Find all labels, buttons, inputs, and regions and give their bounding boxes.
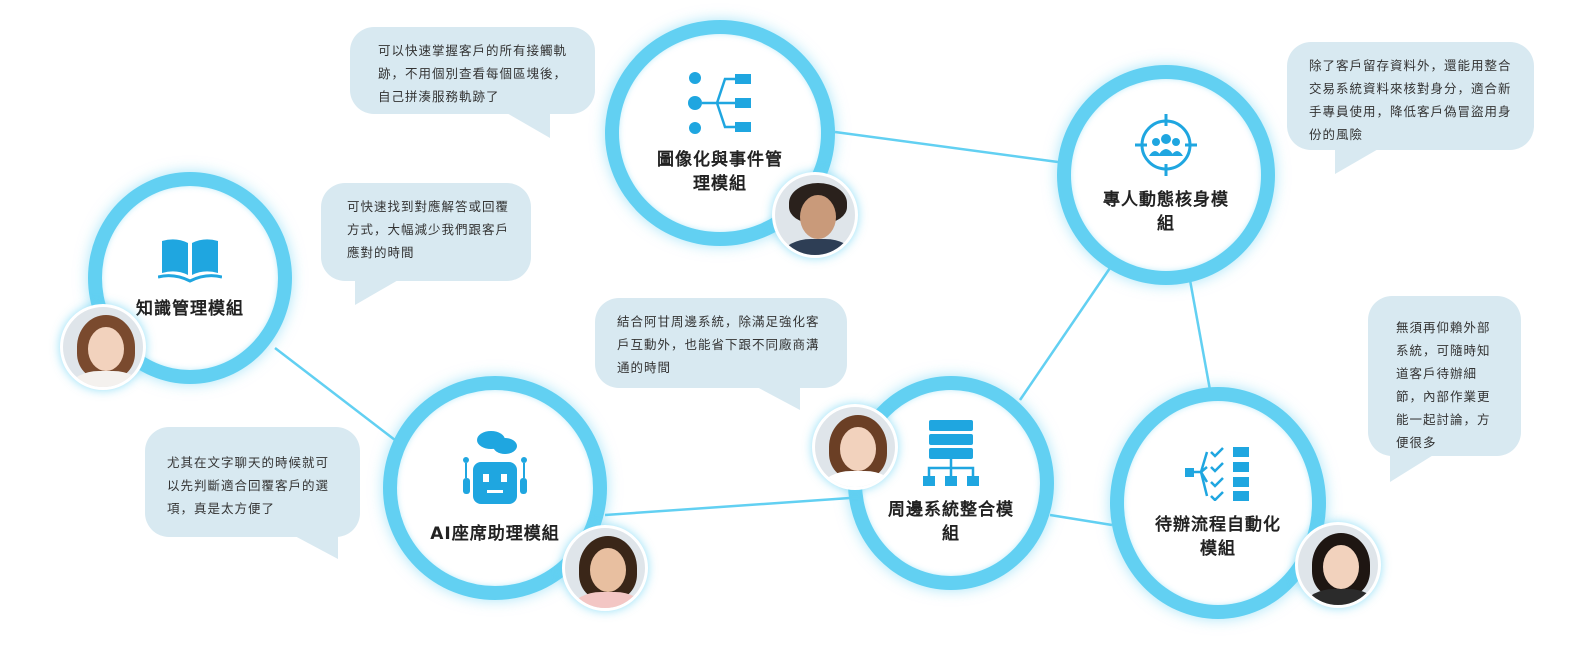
speech-bubble-visual: 可以快速掌握客戶的所有接觸軌跡，不用個別查看每個區塊後，自己拼湊服務軌跡了 xyxy=(350,27,595,138)
speech-bubble-integration: 結合阿甘周邊系統，除滿足強化客戶互動外，也能省下跟不同廠商溝通的時間 xyxy=(595,298,847,410)
speech-bubble-knowledge: 可快速找到對應解答或回覆方式，大幅減少我們跟客戶應對的時間 xyxy=(321,183,531,305)
avatar-woman-ai xyxy=(562,525,648,611)
speech-bubble-workflow: 無須再仰賴外部系統，可隨時知道客戶待辦細節，內部作業更能一起討論，方便很多 xyxy=(1368,296,1521,482)
bubble-text: 結合阿甘周邊系統，除滿足強化客戶互動外，也能省下跟不同廠商溝通的時間 xyxy=(617,314,820,375)
open-book-icon xyxy=(158,239,222,283)
flowchart-list-icon xyxy=(688,72,751,134)
line-identity-workflow xyxy=(1188,279,1212,391)
avatar-woman-workflow xyxy=(1295,522,1381,608)
node-title: 待辦流程自動化模組 xyxy=(1155,515,1281,559)
bubble-text: 除了客戶留存資料外，還能用整合交易系統資料來核對身分，適合新手專員使用，降低客戶… xyxy=(1309,58,1512,142)
line-visual-identity xyxy=(834,130,1059,164)
line-integration-workflow xyxy=(1049,513,1113,527)
node-workflow: 待辦流程自動化模組 xyxy=(1110,387,1326,619)
node-title: AI座席助理模組 xyxy=(430,524,560,544)
avatar-woman-integration xyxy=(812,404,898,490)
line-ai-integration xyxy=(604,496,851,517)
avatar-man-visual xyxy=(772,172,858,258)
speech-bubble-ai: 尤其在文字聊天的時候就可以先判斷適合回覆客戶的選項，真是太方便了 xyxy=(145,427,360,559)
bubble-text: 可快速找到對應解答或回覆方式，大幅減少我們跟客戶應對的時間 xyxy=(347,199,510,260)
server-network-icon xyxy=(923,420,979,486)
node-identity: 專人動態核身模組 xyxy=(1057,65,1275,285)
avatar-woman-knowledge xyxy=(60,304,146,390)
speech-bubble-identity: 除了客戶留存資料外，還能用整合交易系統資料來核對身分，適合新手專員使用，降低客戶… xyxy=(1287,42,1534,174)
node-title: 周邊系統整合模組 xyxy=(888,500,1014,544)
target-group-icon xyxy=(1135,114,1197,176)
line-identity-integration xyxy=(1018,267,1112,401)
line-knowledge-ai xyxy=(274,347,396,441)
chat-robot-icon xyxy=(463,431,527,504)
checklist-flow-icon xyxy=(1185,447,1249,501)
node-title: 專人動態核身模組 xyxy=(1103,190,1229,234)
bubble-text: 可以快速掌握客戶的所有接觸軌跡，不用個別查看每個區塊後，自己拼湊服務軌跡了 xyxy=(378,43,568,104)
bubble-text: 無須再仰賴外部系統，可隨時知道客戶待辦細節，內部作業更能一起討論，方便很多 xyxy=(1396,320,1491,450)
node-title: 圖像化與事件管理模組 xyxy=(657,150,783,194)
bubble-text: 尤其在文字聊天的時候就可以先判斷適合回覆客戶的選項，真是太方便了 xyxy=(167,455,330,516)
node-title: 知識管理模組 xyxy=(136,299,244,319)
